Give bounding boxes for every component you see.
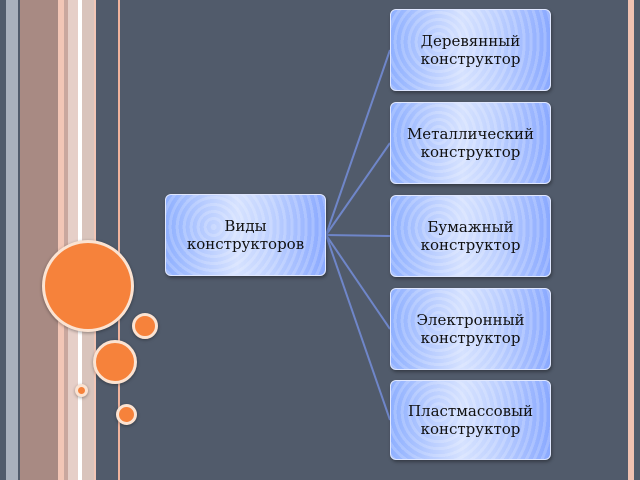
child-node-label-line1: Металлический xyxy=(406,125,535,143)
child-node-plastic: Пластмассовый конструктор xyxy=(390,380,551,460)
root-node: Виды конструкторов xyxy=(165,194,326,276)
decor-stripe xyxy=(58,0,64,480)
decor-circle-medium xyxy=(93,340,137,384)
decor-stripe xyxy=(118,0,120,480)
root-node-label-line2: конструкторов xyxy=(186,235,305,253)
connector-line xyxy=(325,49,391,236)
decor-circle-small xyxy=(116,404,137,425)
child-node-label-line1: Деревянный xyxy=(420,32,521,50)
connector-line xyxy=(325,234,391,237)
decor-stripe xyxy=(64,0,68,480)
connector-line xyxy=(325,142,391,236)
child-node-label-line2: конструктор xyxy=(420,236,521,254)
child-node-wooden: Деревянный конструктор xyxy=(390,9,551,91)
child-node-label-line2: конструктор xyxy=(420,50,521,68)
child-node-label-line1: Пластмассовый xyxy=(407,402,534,420)
decor-circle-small xyxy=(132,313,158,339)
decor-stripe xyxy=(20,0,58,480)
root-node-label-line1: Виды xyxy=(224,217,267,235)
child-node-label-line1: Электронный xyxy=(416,311,525,329)
child-node-label-line2: конструктор xyxy=(420,143,521,161)
child-node-metal: Металлический конструктор xyxy=(390,102,551,184)
child-node-label-line2: конструктор xyxy=(420,420,521,438)
child-node-paper: Бумажный конструктор xyxy=(390,195,551,277)
connector-line xyxy=(325,234,391,330)
decor-stripe xyxy=(68,0,78,480)
decor-circle-tiny xyxy=(75,384,88,397)
child-node-electronic: Электронный конструктор xyxy=(390,288,551,370)
connector-line xyxy=(325,234,391,421)
decor-stripe xyxy=(628,0,634,480)
child-node-label-line2: конструктор xyxy=(420,329,521,347)
child-node-label-line1: Бумажный xyxy=(427,218,514,236)
decor-stripe xyxy=(6,0,18,480)
decor-circle-large xyxy=(42,240,134,332)
